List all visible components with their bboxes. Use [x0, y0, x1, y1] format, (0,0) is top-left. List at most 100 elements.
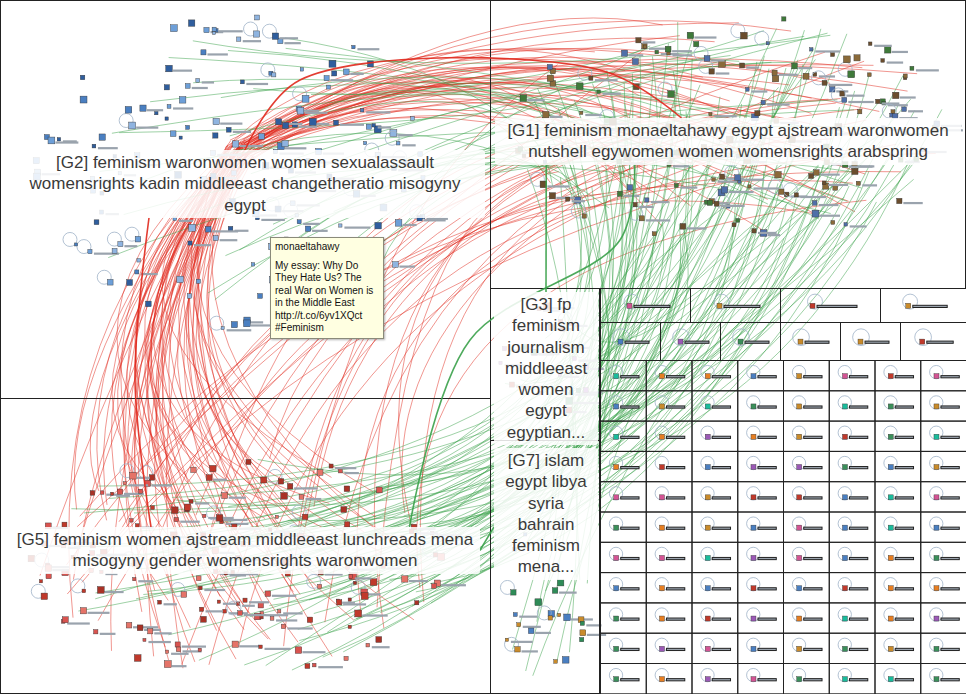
vertex-square	[302, 514, 307, 519]
vertex-square	[324, 76, 329, 81]
vertex-name-mark	[224, 519, 248, 521]
vertex	[500, 580, 516, 595]
vertex-square	[146, 301, 152, 307]
vertex-square	[243, 320, 250, 327]
vertex	[415, 601, 419, 605]
vertex	[80, 75, 84, 79]
vertex	[144, 480, 172, 486]
vertex-square	[614, 465, 619, 470]
cell-frame	[721, 323, 781, 361]
vertex-square	[858, 339, 863, 344]
vertex-name-mark	[758, 588, 776, 590]
small-group-cell	[738, 573, 784, 603]
vertex-name-mark	[621, 376, 639, 378]
vertex-name-mark	[941, 527, 959, 529]
vertex-square	[751, 586, 756, 591]
vertex-square	[165, 117, 168, 120]
vertex	[212, 27, 243, 32]
cell-frame	[921, 391, 966, 421]
vertex-square	[888, 465, 893, 470]
vertex-square	[528, 628, 534, 634]
vertex-square	[125, 106, 132, 113]
vertex-square	[189, 499, 193, 503]
vertex-name-mark	[666, 376, 684, 378]
vertex-name-mark	[357, 48, 379, 50]
vertex-name-mark	[903, 202, 922, 204]
vertex	[731, 24, 747, 39]
vertex	[165, 117, 168, 120]
vertex-square	[772, 75, 778, 81]
vertex-name-mark	[908, 110, 923, 112]
vertex-square	[395, 220, 402, 227]
vertex	[198, 586, 225, 591]
vertex-name-mark	[587, 634, 606, 636]
vertex-square	[338, 469, 342, 473]
vertex-square	[910, 66, 914, 70]
vertex-name-mark	[621, 497, 639, 499]
vertex	[125, 227, 141, 242]
vertex-square	[659, 586, 664, 591]
vertex	[293, 87, 309, 102]
vertex	[143, 638, 171, 643]
vertex	[517, 623, 541, 628]
tie-curve	[557, 136, 878, 592]
cell-frame	[784, 391, 830, 421]
vertex	[262, 24, 298, 39]
vertex	[233, 141, 264, 147]
vertex	[170, 131, 176, 137]
vertex	[694, 46, 725, 61]
small-group-cell	[875, 361, 921, 391]
vertex	[755, 111, 760, 116]
vertex-square	[902, 107, 907, 112]
vertex-name-mark	[758, 557, 776, 559]
vertex-square	[540, 181, 547, 188]
vertex-name-mark	[895, 557, 913, 559]
vertex	[281, 624, 312, 629]
vertex-name-mark	[325, 573, 343, 575]
vertex-square	[614, 495, 619, 500]
vertex-square	[135, 236, 141, 242]
small-group-cell	[646, 361, 692, 391]
vertex-name-mark	[164, 603, 177, 605]
vertex-name-mark	[849, 436, 867, 438]
vertex-square	[549, 193, 555, 199]
tie-curve	[420, 135, 854, 602]
vertex	[111, 492, 130, 497]
vertex	[732, 223, 736, 227]
vertex-square	[177, 276, 183, 282]
vertex-square	[191, 467, 196, 472]
vertex-square	[170, 131, 176, 137]
vertex-square	[797, 525, 802, 530]
vertex	[213, 118, 242, 124]
vertex	[910, 66, 939, 71]
vertex-square	[186, 125, 190, 129]
vertex-square	[189, 224, 196, 231]
vertex-name-mark	[913, 305, 947, 307]
vertex-square	[179, 97, 186, 104]
vertex-name-mark	[804, 497, 822, 499]
vertex	[366, 643, 390, 648]
small-group-cell	[784, 421, 830, 451]
vertex-square	[797, 404, 802, 409]
vertex-square	[118, 242, 123, 247]
self-loop	[385, 131, 399, 145]
cell-frame	[738, 573, 784, 603]
cell-frame	[921, 421, 966, 451]
vertex-square	[255, 15, 260, 20]
small-group-cell	[875, 512, 921, 542]
vertex-name-mark	[745, 341, 769, 343]
vertex-square	[888, 374, 893, 379]
vertex	[164, 661, 186, 668]
vertex	[840, 91, 865, 97]
vertex-square	[705, 586, 710, 591]
vertex-name-mark	[317, 123, 329, 125]
small-group-cell	[921, 482, 966, 512]
vertex	[213, 236, 237, 242]
tie-curve	[74, 198, 833, 547]
vertex	[255, 15, 260, 20]
small-group-cell	[738, 542, 784, 572]
vertex-square	[812, 210, 819, 217]
tie-curve	[580, 161, 786, 354]
vertex-name-mark	[673, 165, 689, 167]
small-group-cell	[646, 512, 692, 542]
